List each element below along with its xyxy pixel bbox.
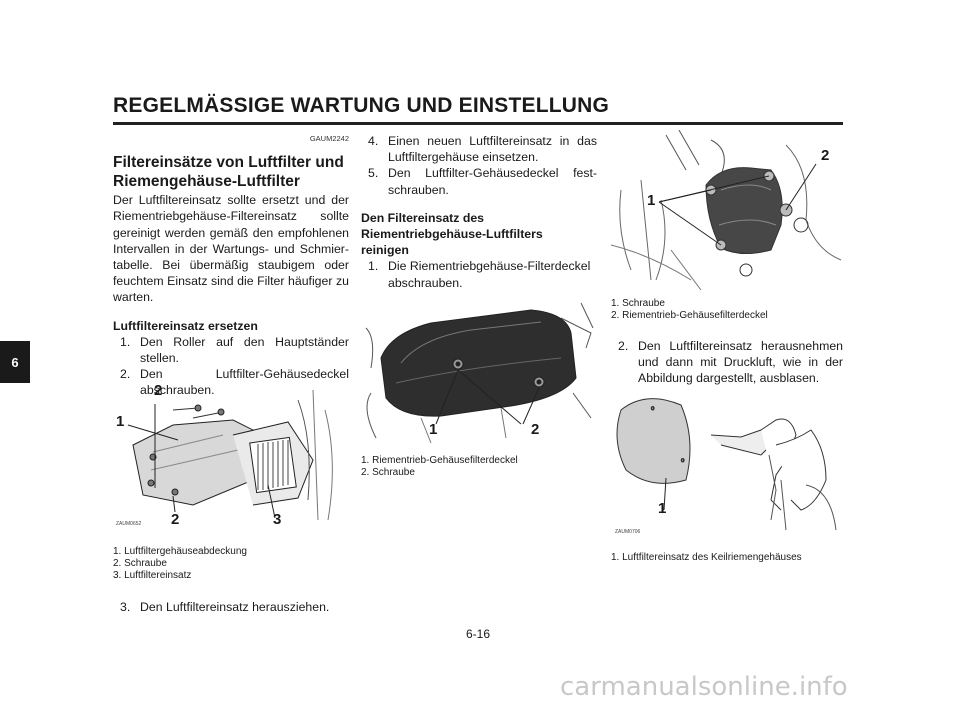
- caption-line: 1. Luftfiltergehäuseabdeckung: [113, 546, 247, 557]
- caption-line: 2. Schraube: [361, 467, 415, 478]
- svg-text:o: o: [651, 406, 655, 412]
- figure-label: 2: [821, 147, 830, 164]
- step-number: 1.: [368, 259, 379, 274]
- caption-line: 2. Riementrieb-Gehäusefilterdeckel: [611, 310, 768, 321]
- figure-3-caption: 1. Schraube 2. Riementrieb-Gehäusefilter…: [611, 298, 847, 322]
- figure-label: 2: [171, 511, 180, 528]
- air-filter-illustration: [127, 389, 333, 521]
- figure-label: 3: [273, 511, 282, 528]
- step-number: 2.: [120, 367, 131, 382]
- column-2: 4. Einen neuen Luftfiltereinsatz in das …: [361, 133, 597, 291]
- figure-1-caption: 1. Luftfiltergehäuseabdeckung 2. Schraub…: [113, 546, 349, 582]
- intro-paragraph: Der Luftfiltereinsatz sollte ersetzt und…: [113, 193, 349, 305]
- figure-2-caption: 1. Riementrieb-Gehäusefilterdeckel 2. Sc…: [361, 455, 597, 479]
- step-3: 3. Den Luftfiltereinsatz herausziehen.: [113, 599, 349, 615]
- step-text: Einen neuen Luftfiltereinsatz in das Luf…: [388, 134, 597, 165]
- section-code: GAUM2242: [309, 134, 349, 143]
- caption-line: 1. Luftfiltereinsatz des Keilriemengehäu…: [611, 552, 802, 563]
- figure-label: 1: [116, 413, 125, 430]
- step-text: Den Luftfiltereinsatz herausnehmen und d…: [638, 339, 843, 386]
- caption-line: 2. Schraube: [113, 558, 167, 569]
- figure-4-caption: 1. Luftfiltereinsatz des Keilriemengehäu…: [611, 552, 843, 564]
- figure-belt-case-cover: 1 2: [361, 298, 597, 446]
- step-2: 2. Den Luftfiltereinsatz herausnehmen un…: [611, 338, 843, 387]
- step-5: 5. Den Luftfilter-Gehäusedeckel fest-sch…: [361, 165, 597, 197]
- caption-line: 3. Luftfiltereinsatz: [113, 570, 192, 581]
- chapter-tab: 6: [0, 341, 30, 383]
- step-3-block: 3. Den Luftfiltereinsatz herausziehen.: [113, 599, 349, 615]
- figure-label: 1: [647, 192, 656, 209]
- subheading-line: Riementriebgehäuse-Luftfilters: [361, 227, 543, 242]
- figure-label: 1: [429, 421, 438, 438]
- step-1: 1. Die Riementriebgehäuse-Filterdeckel a…: [361, 258, 597, 290]
- step-4: 4. Einen neuen Luftfiltereinsatz in das …: [361, 133, 597, 165]
- step-text: Die Riementriebgehäuse-Filterdeckel absc…: [388, 259, 591, 290]
- subheading-line: Den Filtereinsatz des: [361, 210, 485, 225]
- step-2: 2. Den Luftfilter-Gehäusedeckel abschrau…: [113, 366, 349, 398]
- column-3-step: 2. Den Luftfiltereinsatz herausnehmen un…: [611, 338, 843, 387]
- step-number: 1.: [120, 334, 131, 349]
- step-text: Den Roller auf den Hauptständer stellen.: [140, 334, 349, 366]
- belt-case-illustration: [365, 302, 594, 444]
- caption-line: 1. Riementrieb-Gehäusefilterdeckel: [361, 455, 518, 466]
- step-text: Den Luftfilter-Gehäusedeckel abschrauben…: [140, 367, 349, 398]
- step-number: 4.: [368, 134, 379, 148]
- step-1: 1. Den Roller auf den Hauptständer stell…: [113, 334, 349, 366]
- step-text: Den Luftfilter-Gehäusedeckel fest-schrau…: [388, 166, 597, 197]
- step-number: 5.: [368, 166, 379, 181]
- belt-case-screws-illustration: [611, 130, 842, 290]
- header-rule: [113, 122, 843, 125]
- section-title-line1: Filtereinsätze von Luftfilter und: [113, 154, 344, 172]
- subheading-clean: Den Filtereinsatz des Riementriebgehäuse…: [361, 210, 597, 259]
- step-text: Den Luftfiltereinsatz herausziehen.: [140, 600, 330, 614]
- figure-label: 1: [658, 500, 667, 517]
- figure-compressed-air: o o 1 ZAUM0706: [611, 390, 843, 540]
- figure-label: 2: [531, 421, 540, 438]
- step-number: 2.: [618, 339, 629, 353]
- subheading-line: reinigen: [361, 243, 409, 258]
- figure-code: ZAUM0652: [116, 521, 142, 527]
- section-title-line2: Riemengehäuse-Luftfilter: [113, 173, 300, 191]
- section-title: Filtereinsätze von Luftfilter und Riemen…: [113, 153, 349, 191]
- figure-air-filter-housing: 2 1 2 3 ZAUM0652: [113, 380, 349, 530]
- watermark: carmanualsonline.info: [560, 672, 848, 702]
- figure-label: 2: [154, 382, 163, 399]
- page-header-title: REGELMÄSSIGE WARTUNG UND EINSTELLUNG: [113, 94, 610, 117]
- figure-belt-case-screws: 2 1: [611, 130, 843, 290]
- svg-text:o: o: [681, 458, 685, 464]
- page-number: 6-16: [466, 627, 491, 641]
- subheading-replace: Luftfiltereinsatz ersetzen: [113, 318, 258, 333]
- compressed-air-illustration: o o: [616, 398, 837, 531]
- column-1: GAUM2242 Filtereinsätze von Luftfilter u…: [113, 131, 349, 399]
- caption-line: 1. Schraube: [611, 298, 665, 309]
- step-number: 3.: [120, 600, 131, 614]
- figure-code: ZAUM0706: [615, 529, 641, 535]
